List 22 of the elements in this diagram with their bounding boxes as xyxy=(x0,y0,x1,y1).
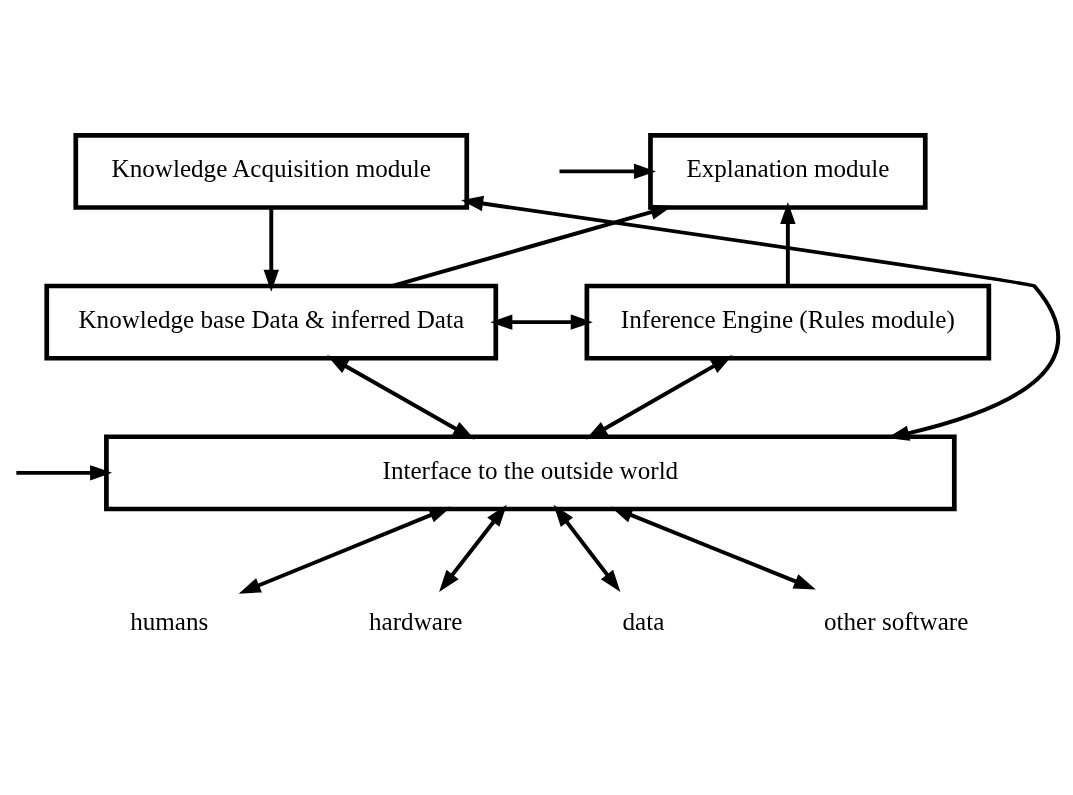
node-box: Explanation module xyxy=(648,132,928,210)
arrow xyxy=(392,204,673,288)
arrow xyxy=(238,506,452,594)
node-box: Knowledge base Data & inferred Data xyxy=(44,283,499,361)
node-text: hardware xyxy=(369,607,463,635)
node-text: humans xyxy=(130,607,209,635)
node-box: Knowledge Acquisition module xyxy=(73,132,470,210)
arrow xyxy=(263,207,279,292)
arrow xyxy=(559,163,656,180)
node-text: other software xyxy=(824,607,969,635)
node-box: Inference Engine (Rules module) xyxy=(584,283,992,361)
arrow xyxy=(439,504,507,592)
arrow xyxy=(16,465,113,481)
arrow xyxy=(490,314,593,330)
arrow xyxy=(610,506,816,590)
arrow xyxy=(553,504,621,593)
arrow xyxy=(780,202,796,286)
arrow xyxy=(461,195,1060,441)
node-box: Interface to the outside world xyxy=(104,434,957,512)
arrow xyxy=(326,355,475,440)
node-text: data xyxy=(622,607,665,635)
arrow xyxy=(585,355,733,440)
